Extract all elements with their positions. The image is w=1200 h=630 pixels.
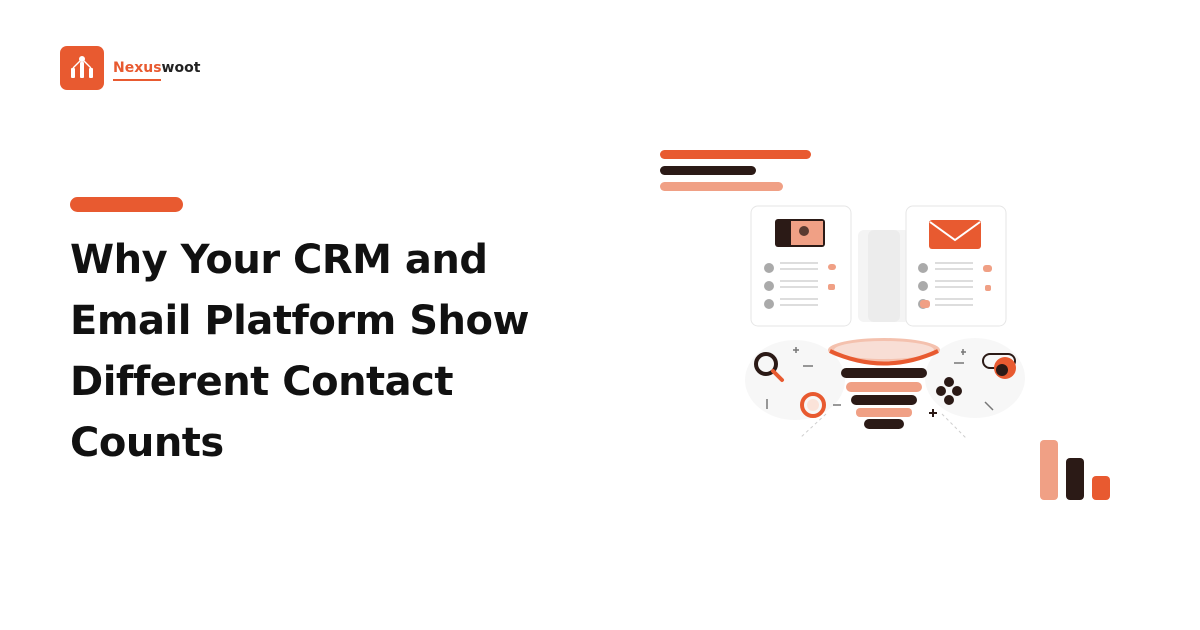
brand-underline — [113, 79, 161, 81]
logo-icon — [60, 46, 104, 90]
ring-icon — [800, 392, 826, 418]
page-title: Why Your CRM and Email Platform Show Dif… — [70, 230, 540, 474]
connector-cylinder — [858, 230, 910, 322]
title-line-3: Different Contact — [70, 359, 453, 405]
title-line-1: Why Your CRM and — [70, 237, 488, 283]
media-card-icon — [750, 205, 852, 327]
accent-bar — [70, 197, 183, 212]
title-line-4: Counts — [70, 420, 224, 466]
bar-tall — [1040, 440, 1058, 500]
funnel-icon — [799, 338, 967, 439]
decor-marks — [766, 347, 994, 411]
title-line-2: Email Platform Show — [70, 298, 529, 344]
decor-line-light — [660, 182, 783, 191]
gamepad-icon — [929, 377, 962, 417]
crm-funnel-illustration — [745, 205, 1025, 439]
search-icon — [754, 352, 784, 382]
brand-logo[interactable]: Nexuswoot — [60, 46, 200, 90]
brand-name: Nexuswoot — [113, 60, 201, 81]
toggle-icon — [982, 353, 1016, 379]
email-card-icon — [905, 205, 1007, 327]
brand-name-prefix: Nexus — [113, 60, 162, 76]
bar-medium — [1066, 458, 1084, 500]
decor-line-orange — [660, 150, 811, 159]
bar-chart-decoration — [1040, 440, 1112, 502]
brand-name-suffix: woot — [161, 60, 201, 76]
bar-short — [1092, 476, 1110, 500]
decor-line-dark — [660, 166, 756, 175]
